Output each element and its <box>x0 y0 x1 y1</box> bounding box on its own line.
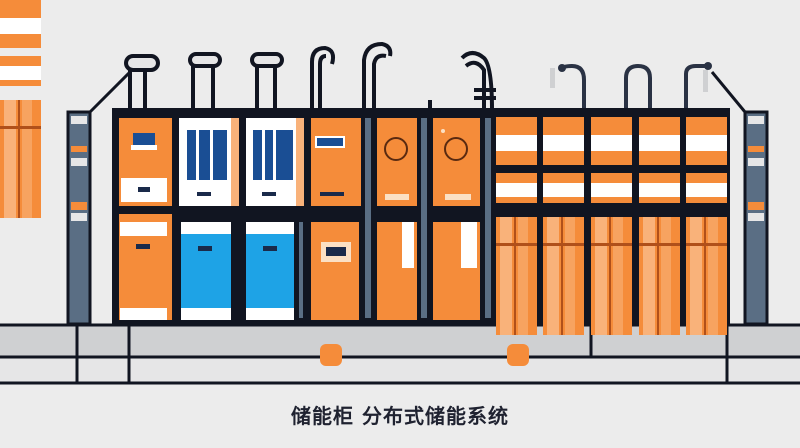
right-pole <box>710 71 769 326</box>
cabinet-5 <box>377 118 427 320</box>
cabinet-4 <box>311 118 371 320</box>
orange-marker-left <box>320 344 342 366</box>
cabinet-3 <box>246 118 304 320</box>
caption-text: 储能柜 分布式储能系统 <box>291 404 509 428</box>
battery-rack <box>0 0 727 335</box>
cabinet-1 <box>119 118 172 320</box>
orange-marker-right <box>507 344 529 366</box>
cabinet-6 <box>433 118 491 320</box>
dial-icon <box>384 137 408 161</box>
dial-icon <box>444 137 468 161</box>
cabinet-2 <box>179 118 239 320</box>
left-pole <box>66 70 132 326</box>
top-connectors <box>124 41 712 111</box>
